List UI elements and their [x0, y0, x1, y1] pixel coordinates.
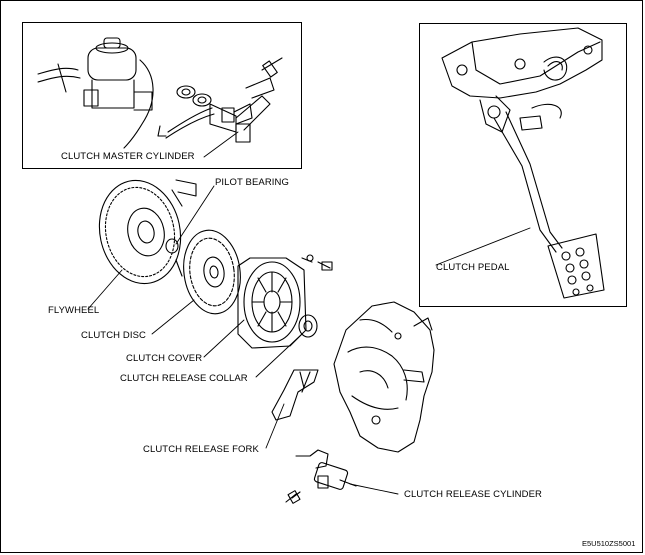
transmission-drawing [333, 301, 435, 453]
label-clutch-release-cylinder: CLUTCH RELEASE CYLINDER [404, 489, 542, 500]
clutch-pedal-drawing [441, 27, 605, 299]
clutch-cover-drawing [237, 254, 333, 349]
label-clutch-cover: CLUTCH COVER [126, 353, 203, 364]
master-cylinder-drawing [37, 37, 283, 149]
release-collar-drawing [298, 314, 318, 338]
label-pilot-bearing: PILOT BEARING [215, 177, 289, 188]
label-clutch-release-collar: CLUTCH RELEASE COLLAR [120, 373, 248, 384]
label-clutch-disc: CLUTCH DISC [81, 330, 146, 341]
clutch-disc-drawing [183, 229, 241, 315]
pilot-bearing-part [165, 238, 179, 254]
clutch-pedal-inset [419, 23, 627, 307]
label-clutch-release-fork: CLUTCH RELEASE FORK [143, 444, 259, 455]
label-clutch-pedal: CLUTCH PEDAL [436, 262, 510, 273]
master-cylinder-inset [22, 22, 302, 169]
figure-code: E5U510ZS5001 [582, 539, 636, 548]
flywheel-drawing [98, 179, 197, 285]
leader-lines [87, 131, 531, 495]
release-cylinder-drawing [285, 449, 357, 504]
label-clutch-master-cylinder: CLUTCH MASTER CYLINDER [61, 151, 195, 162]
label-flywheel: FLYWHEEL [48, 305, 100, 316]
release-fork-drawing [271, 369, 319, 421]
